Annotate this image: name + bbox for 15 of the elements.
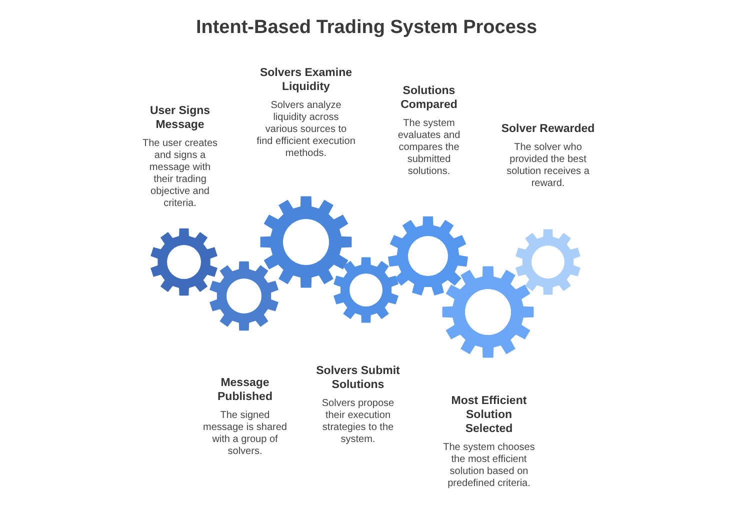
step-description: The signed message is shared with a group of solvers. [202,410,288,458]
step-heading: Solutions Compared [400,84,458,112]
step-heading: Solvers Examine Liquidity [258,66,354,94]
step-heading: User Signs Message [148,104,212,132]
step-description: The system chooses the most efficient solution based on predefined criteria. [443,442,535,490]
step-description: Solvers analyze liquidity across various sources to find efficient execution methods. [256,100,356,160]
diagram-title: Intent-Based Trading System Process [194,17,538,39]
step-heading: Solver Rewarded [500,122,596,136]
step-heading: Message Published [216,376,274,404]
step-description: Solvers propose their execution strategies to the system. [320,398,396,446]
step-description: The solver who provided the best solution receives a reward. [506,142,590,190]
step-description: The user creates and signs a message with their trading objective and criteria. [141,138,219,210]
step-heading: Solvers Submit Solutions [315,364,401,392]
step-description: The system evaluates and compares the submitted solutions. [396,118,462,178]
step-heading: Most Efficient Solution Selected [450,394,528,436]
